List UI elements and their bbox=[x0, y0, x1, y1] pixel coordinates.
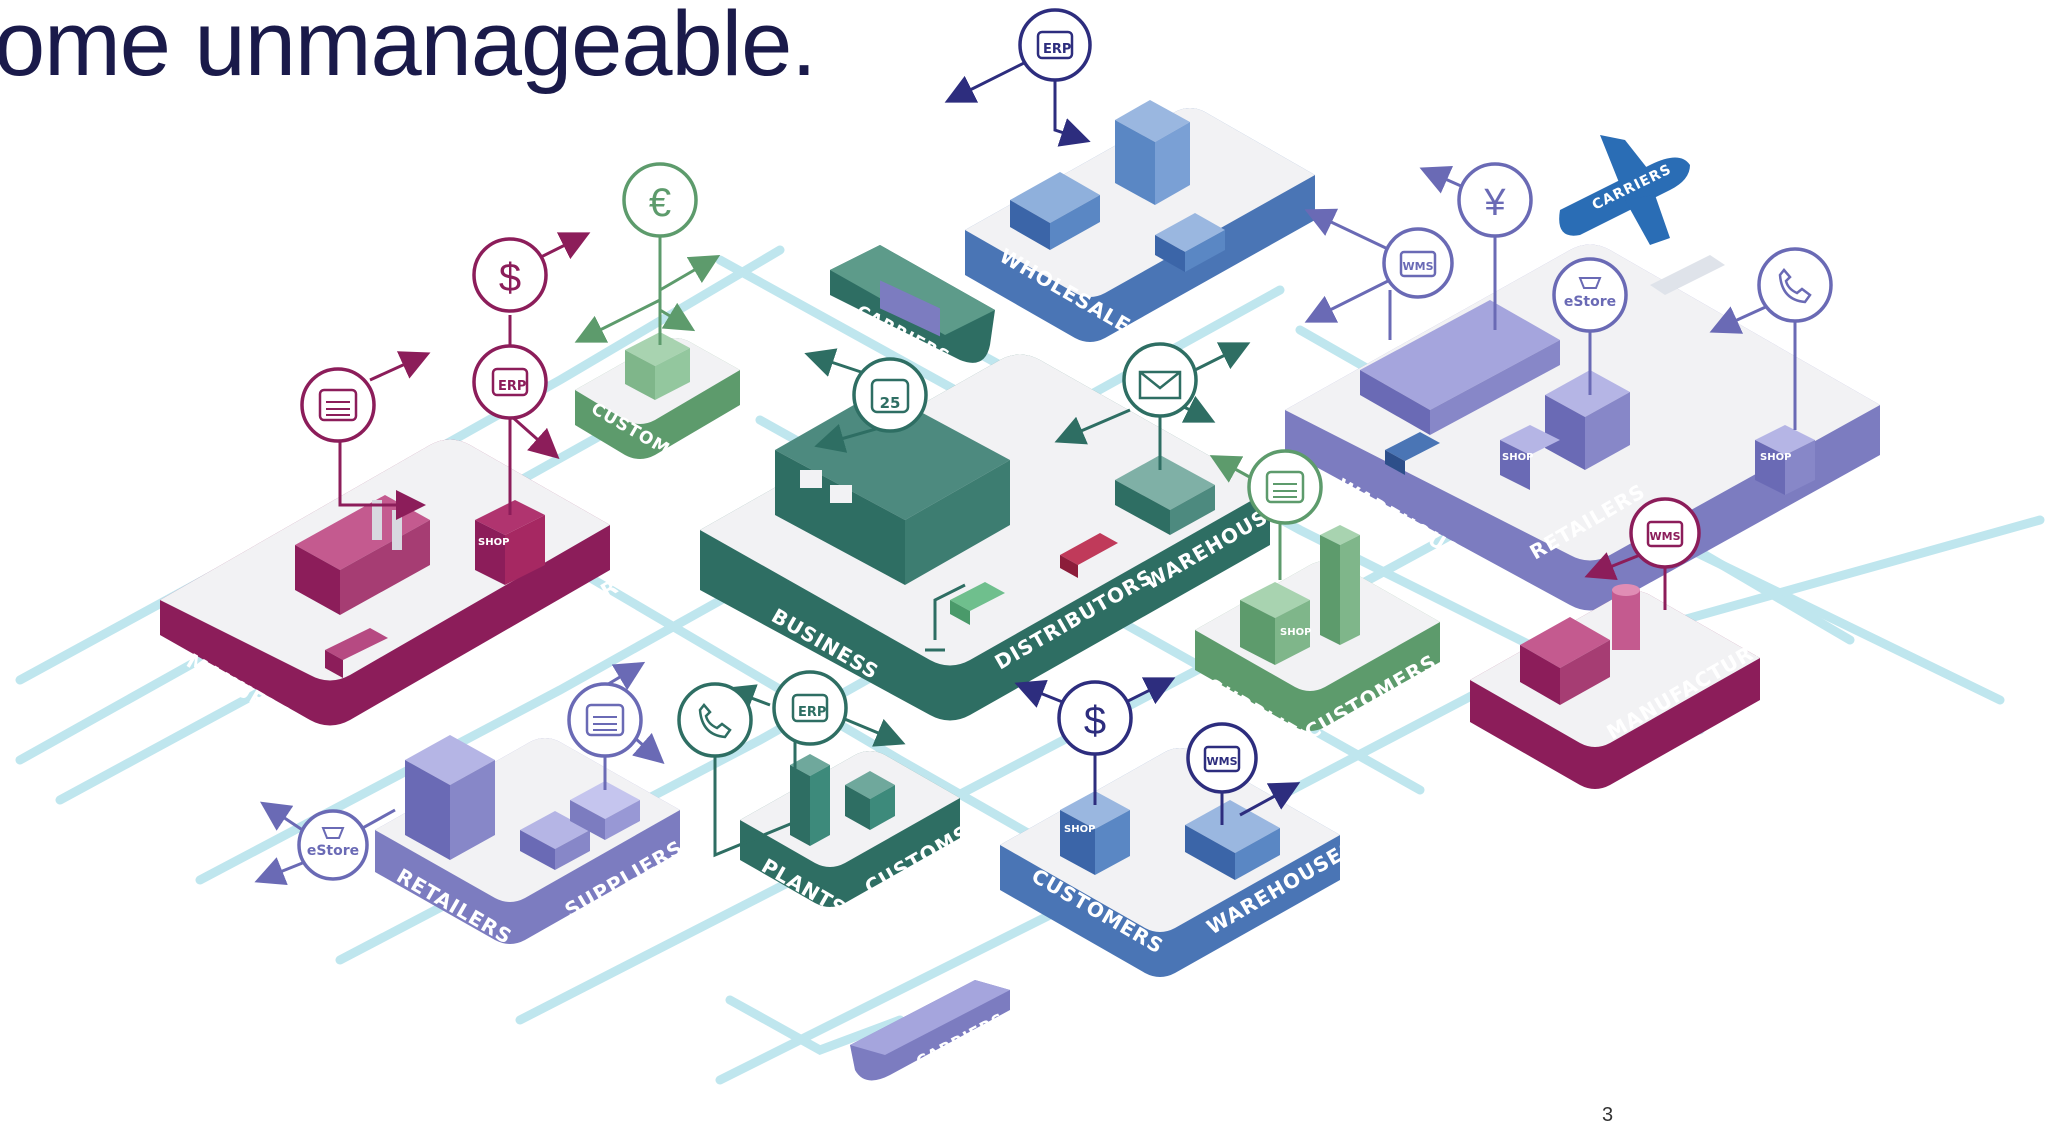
truck-icon bbox=[325, 628, 388, 678]
shop-building: SHOP bbox=[1240, 582, 1311, 665]
document-window-icon bbox=[1247, 449, 1323, 525]
svg-text:25: 25 bbox=[880, 394, 901, 412]
phone-icon bbox=[677, 682, 753, 758]
shop-sign: SHOP bbox=[1280, 627, 1311, 638]
office-building bbox=[405, 735, 495, 860]
svg-text:ERP: ERP bbox=[498, 379, 526, 394]
svg-text:$: $ bbox=[1084, 699, 1106, 743]
dollar-icon: $ bbox=[1057, 680, 1133, 756]
wms-icon: WMS bbox=[1629, 497, 1701, 569]
warehouse-building bbox=[1185, 800, 1280, 880]
tower-building bbox=[1320, 525, 1360, 645]
phone-icon bbox=[1757, 247, 1833, 323]
shop-building: SHOP bbox=[1500, 425, 1560, 490]
plant-building bbox=[1115, 100, 1190, 205]
yen-icon: ¥ bbox=[1457, 162, 1533, 238]
warehouse-building bbox=[1155, 213, 1225, 272]
svg-text:WMS: WMS bbox=[1402, 260, 1433, 273]
shop-building: SHOP bbox=[1755, 425, 1815, 495]
svg-text:eStore: eStore bbox=[307, 843, 359, 859]
dollar-icon: $ bbox=[472, 237, 548, 313]
container-icon bbox=[950, 582, 1005, 625]
calendar-icon: 25 bbox=[852, 357, 928, 433]
silo-building bbox=[1612, 584, 1640, 650]
carrier-ship-bottom: CARRIERS bbox=[850, 980, 1010, 1081]
svg-text:WMS: WMS bbox=[1649, 530, 1680, 543]
shop-sign: SHOP bbox=[1064, 824, 1095, 835]
estore-icon: eStore bbox=[1552, 257, 1628, 333]
shop-sign: SHOP bbox=[1760, 452, 1791, 463]
carrier-plane: CARRIERS bbox=[1559, 135, 1690, 245]
wms-icon: WMS bbox=[1186, 722, 1258, 794]
svg-text:¥: ¥ bbox=[1483, 182, 1506, 224]
platform-plants: PLANTS CUSTOMS bbox=[740, 751, 974, 921]
business-building bbox=[775, 390, 1010, 585]
crane-icon bbox=[925, 583, 966, 652]
document-window-icon bbox=[300, 367, 376, 443]
truck-icon bbox=[1060, 533, 1118, 578]
wms-icon: WMS bbox=[1382, 227, 1454, 299]
platform-manufactures-right: MANUFACTURES bbox=[1470, 584, 1784, 789]
warehouse-building bbox=[570, 781, 640, 840]
svg-text:eStore: eStore bbox=[1564, 294, 1616, 310]
svg-text:ERP: ERP bbox=[798, 705, 826, 720]
erp-icon: ERP bbox=[772, 670, 848, 746]
retail-building bbox=[1545, 370, 1630, 470]
wholesale-building bbox=[1010, 172, 1100, 250]
customs-building bbox=[845, 771, 895, 830]
shop-sign: SHOP bbox=[478, 537, 509, 548]
platform-manufactures-left: SHOP MANUFACTURES DISTRIBUTORS CUSTOMERS bbox=[160, 439, 636, 767]
svg-text:WMS: WMS bbox=[1206, 755, 1237, 768]
platform-wholesalers: WHOLESALERS PLANTS bbox=[965, 100, 1315, 354]
document-window-icon bbox=[567, 682, 643, 758]
page-heading: ome unmanageable. bbox=[0, 0, 817, 95]
svg-text:€: € bbox=[649, 181, 671, 225]
email-icon bbox=[1122, 342, 1198, 418]
estore-icon: eStore bbox=[297, 809, 369, 881]
page-number: 3 bbox=[1602, 1104, 1614, 1126]
factory-building bbox=[1520, 617, 1610, 705]
shop-building: SHOP bbox=[1060, 791, 1130, 875]
truck-icon bbox=[1385, 432, 1440, 475]
svg-text:$: $ bbox=[499, 256, 521, 300]
shop-sign: SHOP bbox=[1502, 452, 1533, 463]
erp-icon: ERP bbox=[472, 344, 548, 420]
warehouse-building bbox=[1115, 455, 1215, 535]
customs-building bbox=[625, 332, 690, 400]
shop-building: SHOP bbox=[475, 500, 545, 585]
warehouse-building bbox=[1360, 300, 1560, 435]
svg-text:ERP: ERP bbox=[1043, 42, 1071, 57]
euro-icon: € bbox=[622, 162, 698, 238]
erp-icon: ERP bbox=[1018, 8, 1092, 82]
plane-shadow-icon bbox=[1650, 255, 1725, 295]
platform-customs-small: CUSTOMS bbox=[575, 332, 740, 467]
